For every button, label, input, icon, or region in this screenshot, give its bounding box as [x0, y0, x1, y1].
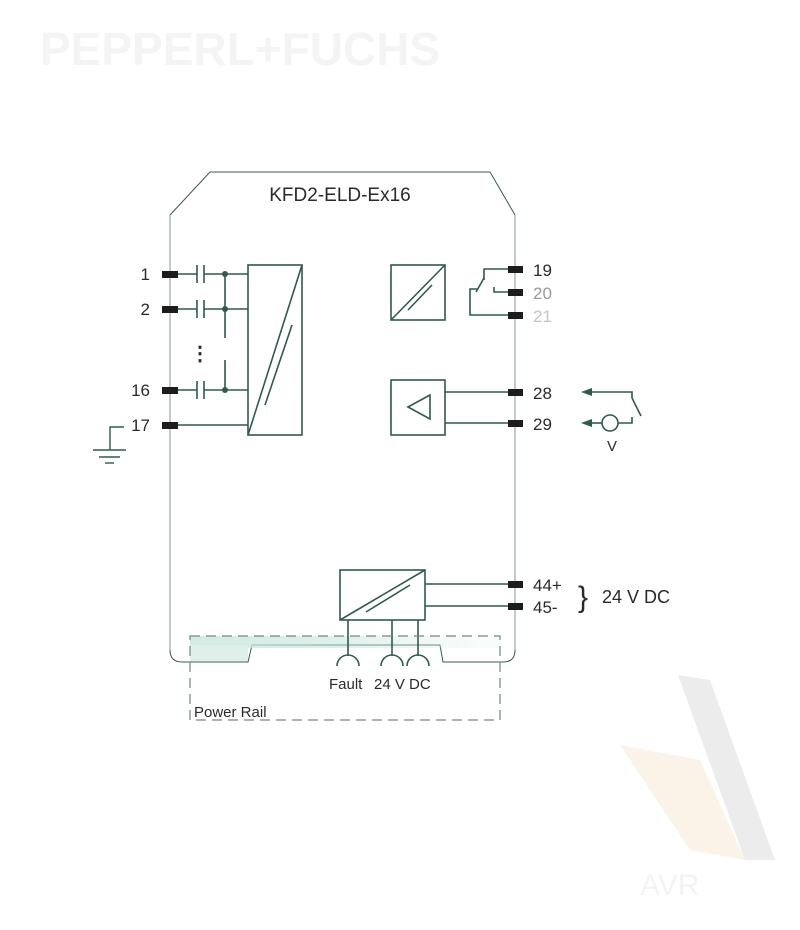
voltage-source-icon: [601, 414, 619, 432]
terminal-label: 19: [533, 261, 552, 280]
amplifier-block: [390, 379, 446, 436]
right-terminals: [508, 266, 523, 610]
rail-glow: [190, 636, 500, 648]
terminal-28: [508, 389, 523, 396]
rail-contact-icon: [380, 654, 404, 667]
terminal-label: 2: [141, 300, 150, 319]
isolator-block: [247, 264, 303, 436]
power-section: [336, 569, 508, 667]
fault-label: Fault: [329, 676, 363, 693]
terminal-20: [508, 289, 523, 296]
brace-icon: }: [578, 581, 588, 614]
supply-label: 24 V DC: [602, 587, 670, 607]
terminal-label: 45-: [533, 598, 558, 617]
terminal-17: [162, 422, 178, 429]
device-title: KFD2-ELD-Ex16: [269, 185, 411, 206]
terminal-label: 21: [533, 307, 552, 326]
terminal-44: [508, 581, 523, 588]
svg-text:AVR: AVR: [640, 869, 699, 902]
device-housing: [169, 171, 516, 663]
terminal-19: [508, 266, 523, 273]
input-section: ⋮: [178, 264, 303, 436]
capacitor-icon: [196, 265, 205, 399]
terminal-21: [508, 312, 523, 319]
signal-section: [390, 379, 508, 436]
terminal-label: 28: [533, 384, 552, 403]
terminal-label: 16: [131, 381, 150, 400]
voltage-label: V: [607, 438, 617, 455]
power-rail-label: Power Rail: [194, 704, 267, 721]
dc-label: 24 V DC: [374, 676, 431, 693]
relay-section: [390, 264, 508, 321]
terminal-16: [162, 387, 178, 394]
relay-contact-icon: [475, 277, 485, 293]
rail-contact-icon: [406, 654, 430, 667]
terminal-1: [162, 271, 178, 278]
power-rail-outline: [189, 635, 501, 721]
terminal-29: [508, 420, 523, 427]
left-foot-glow: [190, 645, 248, 661]
terminal-label: 17: [131, 416, 150, 435]
external-switch-icon: [581, 388, 642, 432]
rail-contact-icon: [336, 654, 360, 667]
ground-icon: [93, 426, 126, 464]
terminal-label: 44+: [533, 576, 562, 595]
corner-logo-watermark: AVR: [620, 675, 775, 902]
terminal-label: 1: [141, 265, 150, 284]
ellipsis: ⋮: [190, 343, 210, 365]
relay-block: [390, 264, 446, 321]
power-block: [339, 569, 426, 621]
terminal-45: [508, 603, 523, 610]
terminal-label: 20: [533, 284, 552, 303]
triangle-icon: [406, 393, 431, 421]
brand-watermark: PEPPERL+FUCHS: [40, 23, 440, 75]
terminal-2: [162, 306, 178, 313]
left-terminals: [162, 271, 178, 429]
terminal-label: 29: [533, 415, 552, 434]
